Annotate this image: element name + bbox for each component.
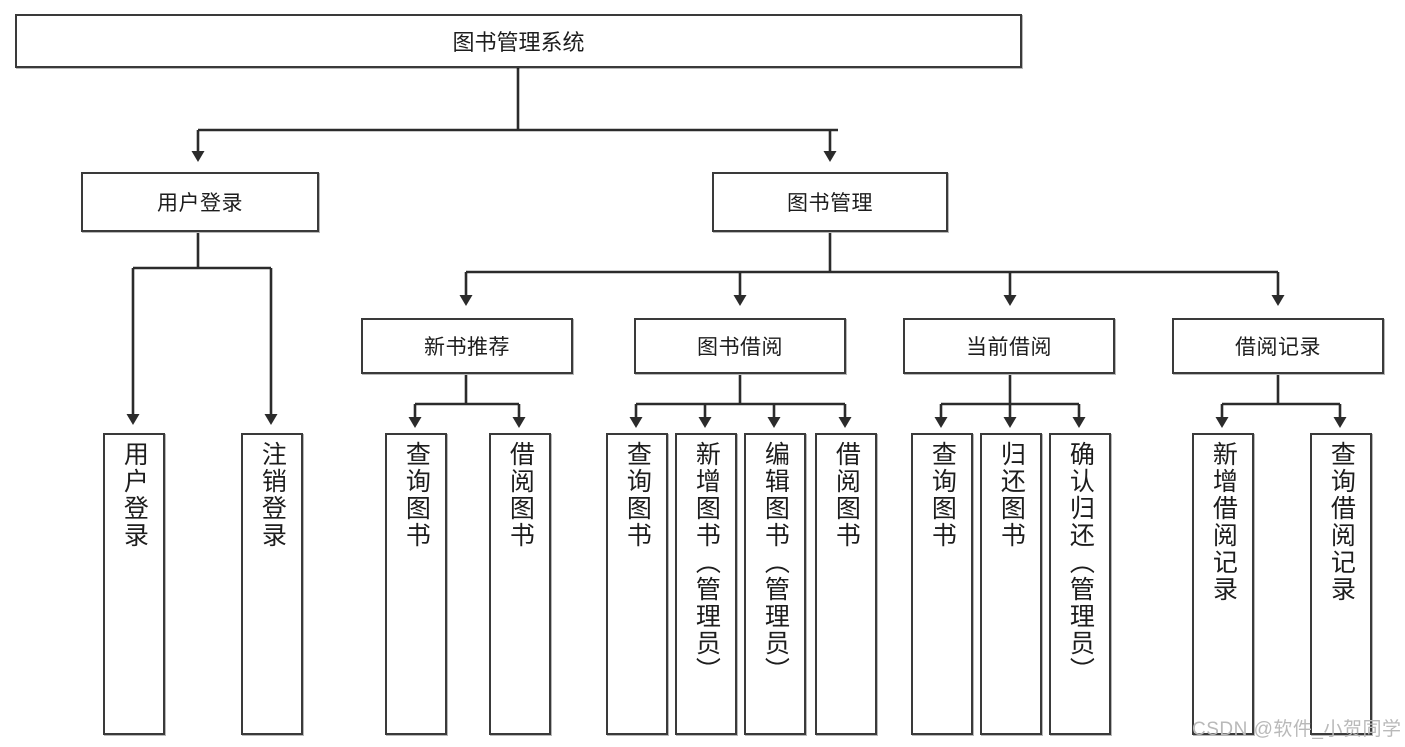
node-book-borrow-label: 图书借阅 bbox=[697, 336, 783, 359]
node-leaf-borrow-book-2[interactable]: 借阅图书 bbox=[815, 433, 877, 735]
node-book-borrow[interactable]: 图书借阅 bbox=[634, 318, 846, 374]
node-leaf-query-book-1-label: 查询图书 bbox=[402, 441, 431, 549]
node-leaf-query-record-label: 查询借阅记录 bbox=[1327, 441, 1356, 603]
node-leaf-add-book[interactable]: 新增图书（管理员） bbox=[675, 433, 737, 735]
node-leaf-query-book-3-label: 查询图书 bbox=[928, 441, 957, 549]
node-leaf-add-record-label: 新增借阅记录 bbox=[1209, 441, 1238, 603]
node-root[interactable]: 图书管理系统 bbox=[15, 14, 1022, 68]
node-leaf-confirm-return-label: 确认归还（管理员） bbox=[1066, 441, 1095, 684]
node-leaf-borrow-book-2-label: 借阅图书 bbox=[832, 441, 861, 549]
node-leaf-borrow-book-1-label: 借阅图书 bbox=[506, 441, 535, 549]
node-root-label: 图书管理系统 bbox=[452, 30, 585, 55]
node-leaf-query-book-2-label: 查询图书 bbox=[623, 441, 652, 549]
node-book-manage-label: 图书管理 bbox=[787, 192, 873, 215]
node-leaf-edit-book-label: 编辑图书（管理员） bbox=[761, 441, 790, 684]
node-leaf-edit-book[interactable]: 编辑图书（管理员） bbox=[744, 433, 806, 735]
node-leaf-user-login-label: 用户登录 bbox=[120, 441, 149, 549]
node-new-book-recommend[interactable]: 新书推荐 bbox=[361, 318, 573, 374]
node-leaf-query-record[interactable]: 查询借阅记录 bbox=[1310, 433, 1372, 735]
node-leaf-add-book-label: 新增图书（管理员） bbox=[692, 441, 721, 684]
node-book-manage[interactable]: 图书管理 bbox=[712, 172, 948, 232]
node-leaf-user-login[interactable]: 用户登录 bbox=[103, 433, 165, 735]
node-current-borrow[interactable]: 当前借阅 bbox=[903, 318, 1115, 374]
node-leaf-query-book-3[interactable]: 查询图书 bbox=[911, 433, 973, 735]
node-leaf-add-record[interactable]: 新增借阅记录 bbox=[1192, 433, 1254, 735]
node-user-login[interactable]: 用户登录 bbox=[81, 172, 319, 232]
node-leaf-user-logout[interactable]: 注销登录 bbox=[241, 433, 303, 735]
node-leaf-query-book-1[interactable]: 查询图书 bbox=[385, 433, 447, 735]
node-leaf-user-logout-label: 注销登录 bbox=[258, 441, 287, 549]
node-leaf-borrow-book-1[interactable]: 借阅图书 bbox=[489, 433, 551, 735]
node-leaf-confirm-return[interactable]: 确认归还（管理员） bbox=[1049, 433, 1111, 735]
node-new-book-recommend-label: 新书推荐 bbox=[424, 336, 510, 359]
node-borrow-record-label: 借阅记录 bbox=[1235, 336, 1321, 359]
node-leaf-query-book-2[interactable]: 查询图书 bbox=[606, 433, 668, 735]
node-current-borrow-label: 当前借阅 bbox=[966, 336, 1052, 359]
node-borrow-record[interactable]: 借阅记录 bbox=[1172, 318, 1384, 374]
node-user-login-label: 用户登录 bbox=[157, 192, 243, 215]
csdn-watermark: CSDN @软件_小贺同学 bbox=[1192, 719, 1402, 740]
node-leaf-return-book-label: 归还图书 bbox=[997, 441, 1026, 549]
node-leaf-return-book[interactable]: 归还图书 bbox=[980, 433, 1042, 735]
